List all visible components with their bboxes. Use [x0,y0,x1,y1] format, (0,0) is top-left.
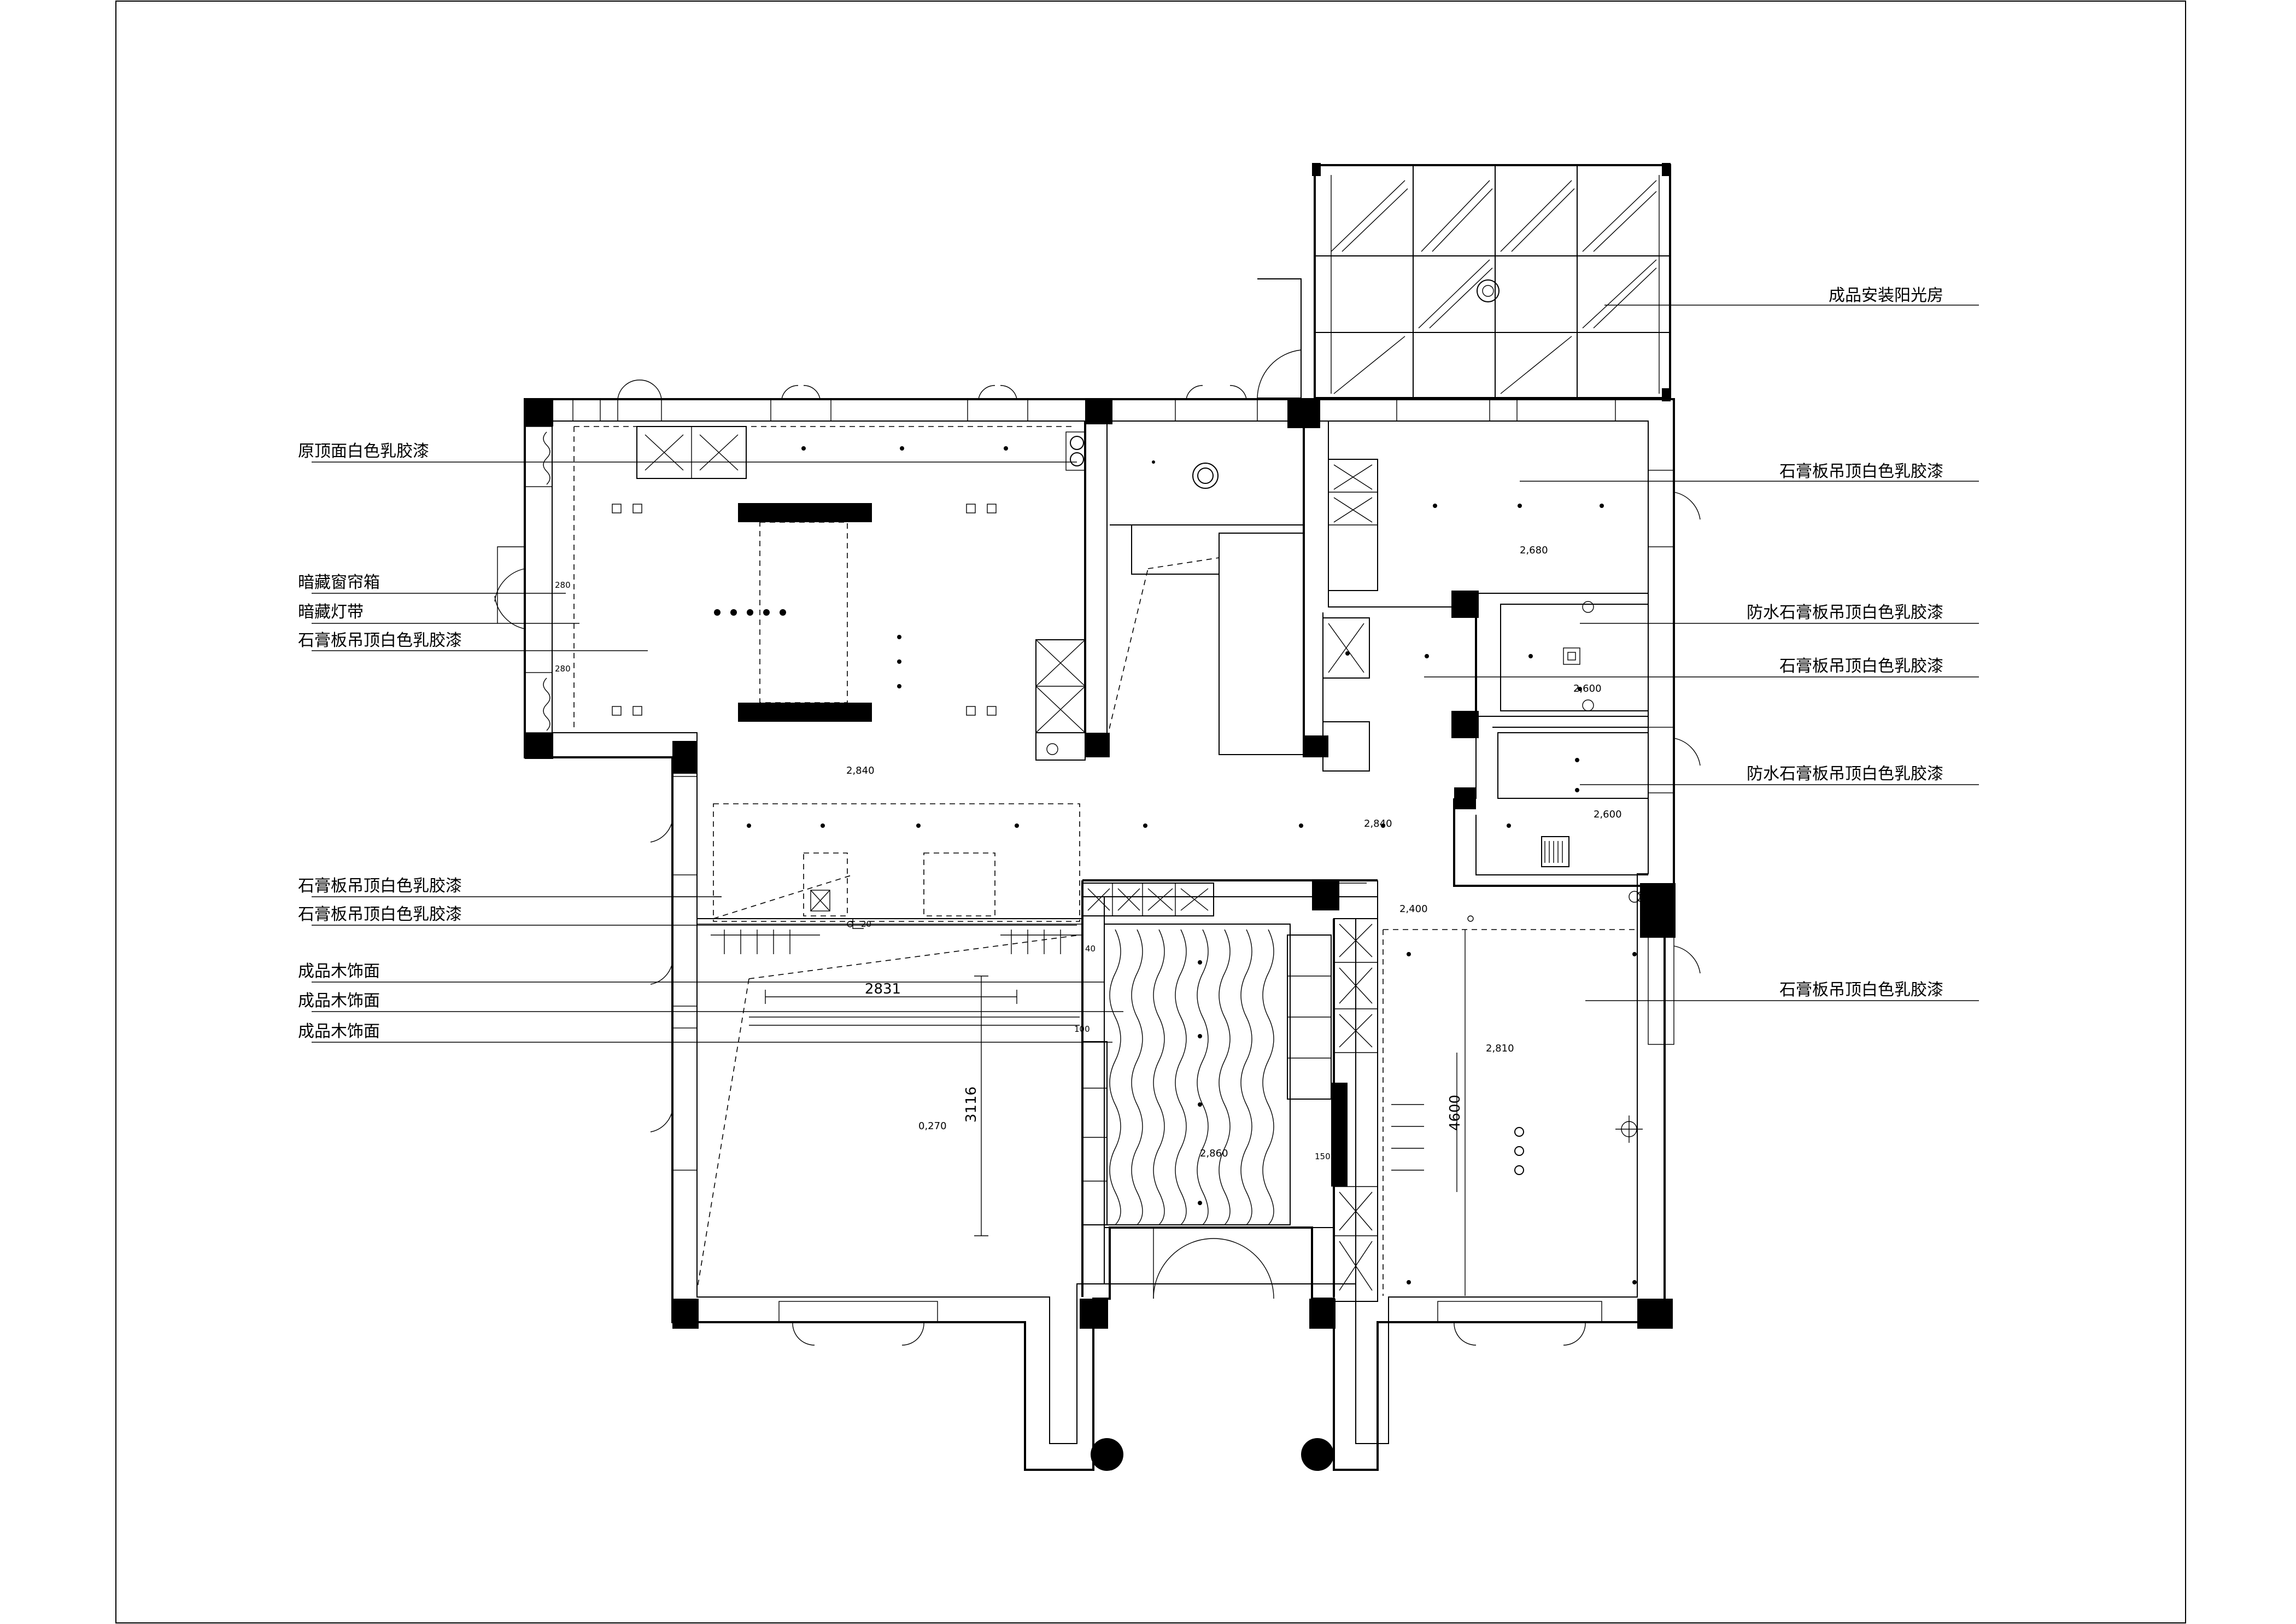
callout-wood-veneer: 成品木饰面 [298,991,380,1010]
callout-waterproof-gypsum: 防水石膏板吊顶白色乳胶漆 [1747,764,1943,784]
callout-gypsum-ceiling: 石膏板吊顶白色乳胶漆 [298,905,462,924]
callout-ceiling-original: 原顶面白色乳胶漆 [298,442,429,461]
callout-wood-veneer: 成品木饰面 [298,962,380,981]
ceiling-elevation: 2,810 [1486,1043,1514,1054]
chandelier-icon [714,609,786,616]
callout-leaders [312,305,1979,1043]
callout-waterproof-gypsum: 防水石膏板吊顶白色乳胶漆 [1747,603,1943,622]
dining-ceiling [711,803,1385,954]
ne-rooms [1322,459,1649,903]
ceiling-elevation: 0,270 [918,1120,947,1132]
callout-hidden-lightstrip: 暗藏灯带 [298,603,364,622]
se-bedroom [1331,918,1643,1302]
dimension-280: 280 [555,664,571,674]
dimension-20: 20 [861,919,871,929]
ceiling-elevation: 2,680 [1520,545,1548,556]
entrance-posts [1091,1438,1334,1471]
sw-bedroom [696,934,1080,1291]
callout-gypsum-ceiling: 石膏板吊顶白色乳胶漆 [1779,657,1943,676]
downlight-icon [612,504,997,716]
living-ceiling [573,426,1220,739]
callout-wood-veneer: 成品木饰面 [298,1022,380,1041]
spotlight-icon [801,446,1008,688]
dimension-4600: 4600 [1447,1095,1463,1131]
callout-gypsum-ceiling: 石膏板吊顶白色乳胶漆 [298,877,462,896]
callout-gypsum-ceiling: 石膏板吊顶白色乳胶漆 [1779,462,1943,481]
track-light-icon [711,930,1082,954]
structural-columns [525,398,1676,1329]
ceiling-elevation: 2,840 [846,765,875,776]
kitchen-entry [1035,460,1474,922]
study-wood-veneer [1082,924,1332,1225]
dimension-150: 150 [1315,1152,1331,1161]
dimension-40: 40 [1085,944,1096,954]
windows [494,379,1701,1346]
dimension-100: 100 [1074,1024,1090,1034]
track-light-icon [1391,1104,1424,1171]
callout-sunroom: 成品安装阳光房 [1829,286,1943,305]
dimension-2831: 2831 [865,981,901,997]
ceiling-elevation: 2,840 [1364,818,1392,829]
callout-gypsum-ceiling: 石膏板吊顶白色乳胶漆 [298,631,462,650]
ceiling-elevation: 2,600 [1594,809,1622,820]
dimension-280: 280 [555,580,571,590]
callout-curtain-box: 暗藏窗帘箱 [298,573,380,592]
sheet-border [115,1,2186,1623]
dimension-3116: 3116 [963,1086,980,1123]
sunroom [1257,163,1671,401]
ceiling-fan-icon [1477,279,1500,302]
callout-gypsum-ceiling: 石膏板吊顶白色乳胶漆 [1779,980,1943,1000]
ceiling-elevation: 2,860 [1200,1148,1228,1159]
ceiling-elevation: 2,400 [1399,903,1428,915]
ceiling-elevation: 2,600 [1573,683,1602,694]
